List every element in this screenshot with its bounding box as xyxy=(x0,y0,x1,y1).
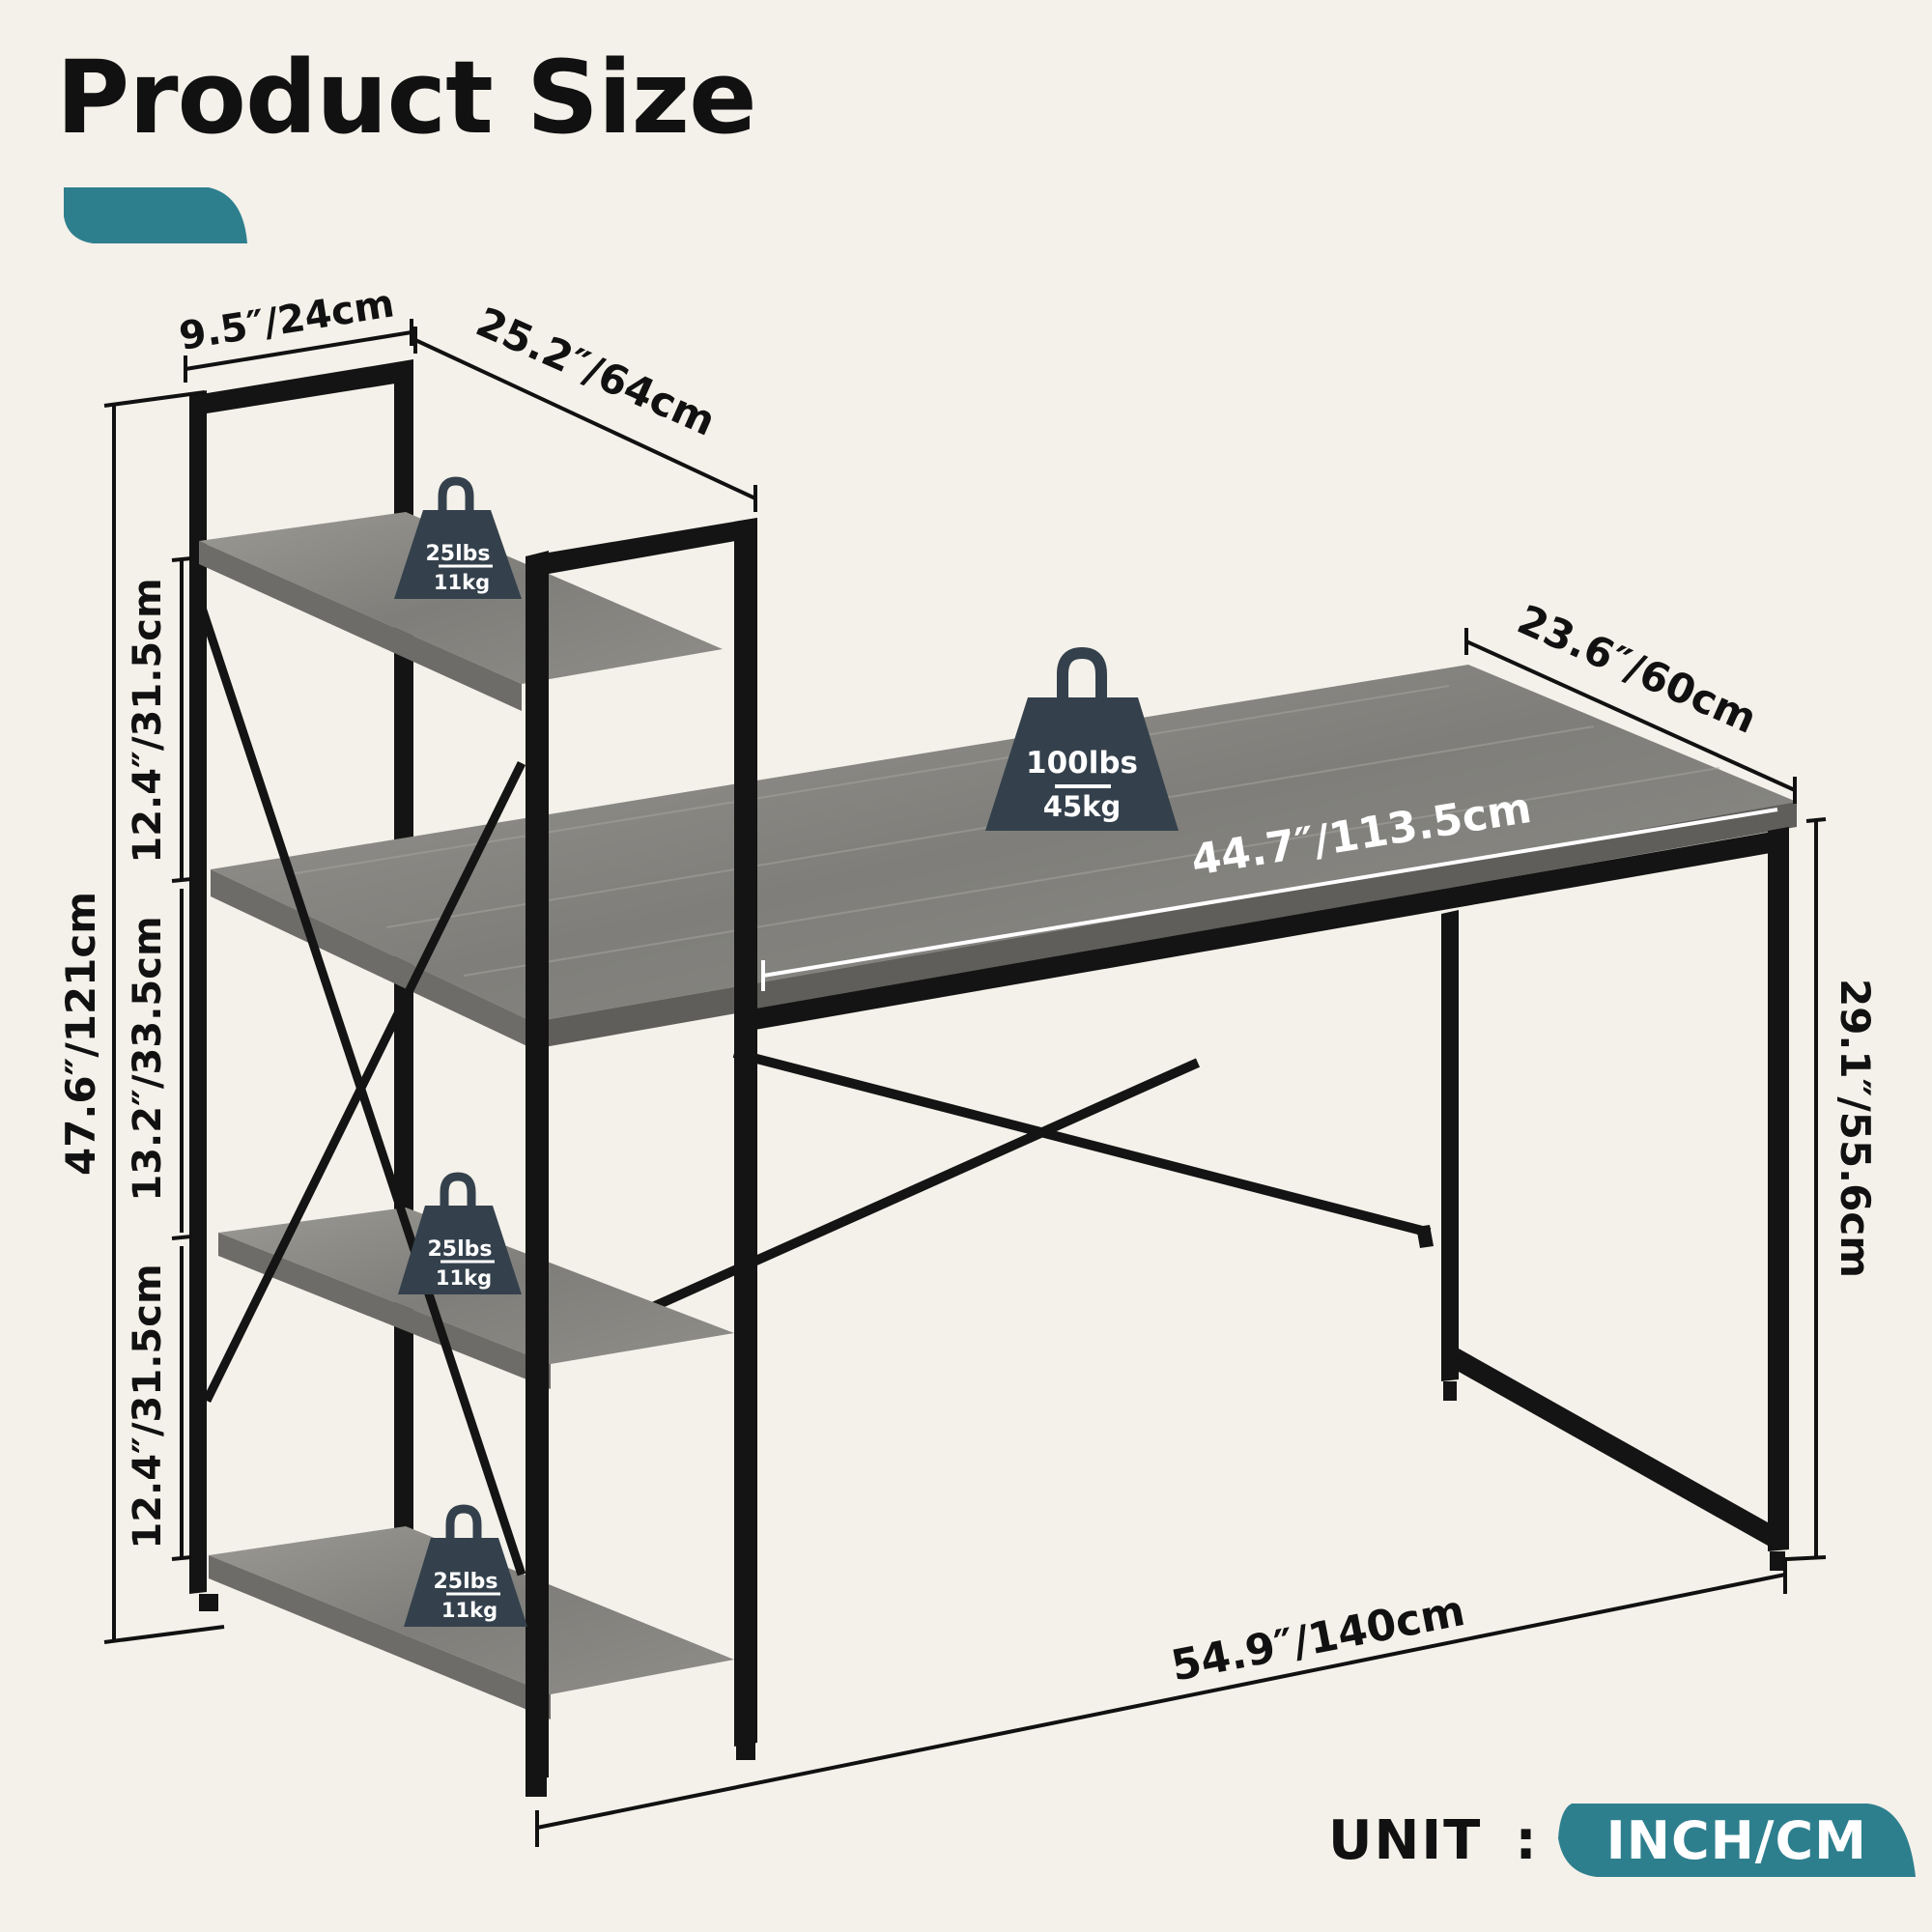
page-title: Product Size xyxy=(56,39,757,156)
label-middle-tier: 13.2″/33.5cm xyxy=(126,916,170,1201)
weight-shelf-middle-kg: 11kg xyxy=(436,1266,492,1290)
unit-badge: INCH/CM xyxy=(1557,1804,1916,1877)
unit-row: UNIT : INCH/CM xyxy=(1328,1802,1916,1879)
label-shelf-width: 9.5″/24cm xyxy=(176,281,397,359)
weight-shelf-top-lbs: 25lbs xyxy=(426,542,491,566)
weight-shelf-middle-lbs: 25lbs xyxy=(428,1237,493,1262)
label-total-width: 54.9″/140cm xyxy=(1167,1586,1468,1691)
weight-shelf-bottom-lbs: 25lbs xyxy=(434,1570,498,1594)
label-top-tier: 12.4″/31.5cm xyxy=(126,578,170,863)
weight-icon-shelf-middle: 25lbs 11kg xyxy=(398,1172,522,1294)
weight-desk-kg: 45kg xyxy=(1043,790,1121,823)
unit-separator: : xyxy=(1515,1808,1537,1872)
weight-desk-lbs: 100lbs xyxy=(1026,746,1138,781)
label-bottom-tier: 12.4″/31.5cm xyxy=(126,1264,170,1548)
inner-width-line xyxy=(761,808,1778,991)
unit-label: UNIT xyxy=(1328,1808,1483,1872)
title-accent-tab xyxy=(64,187,247,243)
dimension-lines xyxy=(103,319,1827,1847)
weight-icon-shelf-bottom: 25lbs 11kg xyxy=(404,1504,527,1627)
desk-top xyxy=(211,665,1797,1049)
label-desk-height: 29.1″/55.6cm xyxy=(1832,979,1879,1278)
weight-icon-desk: 100lbs 45kg xyxy=(985,646,1179,831)
desk-frame xyxy=(635,827,1789,1571)
weight-icon-shelf-top: 25lbs 11kg xyxy=(394,476,522,599)
unit-value: INCH/CM xyxy=(1605,1809,1867,1871)
weight-shelf-bottom-kg: 11kg xyxy=(441,1599,497,1622)
weight-shelf-top-kg: 11kg xyxy=(434,571,490,594)
shelf-front-frame xyxy=(194,518,757,1797)
label-total-height: 47.6″/121cm xyxy=(57,892,104,1176)
